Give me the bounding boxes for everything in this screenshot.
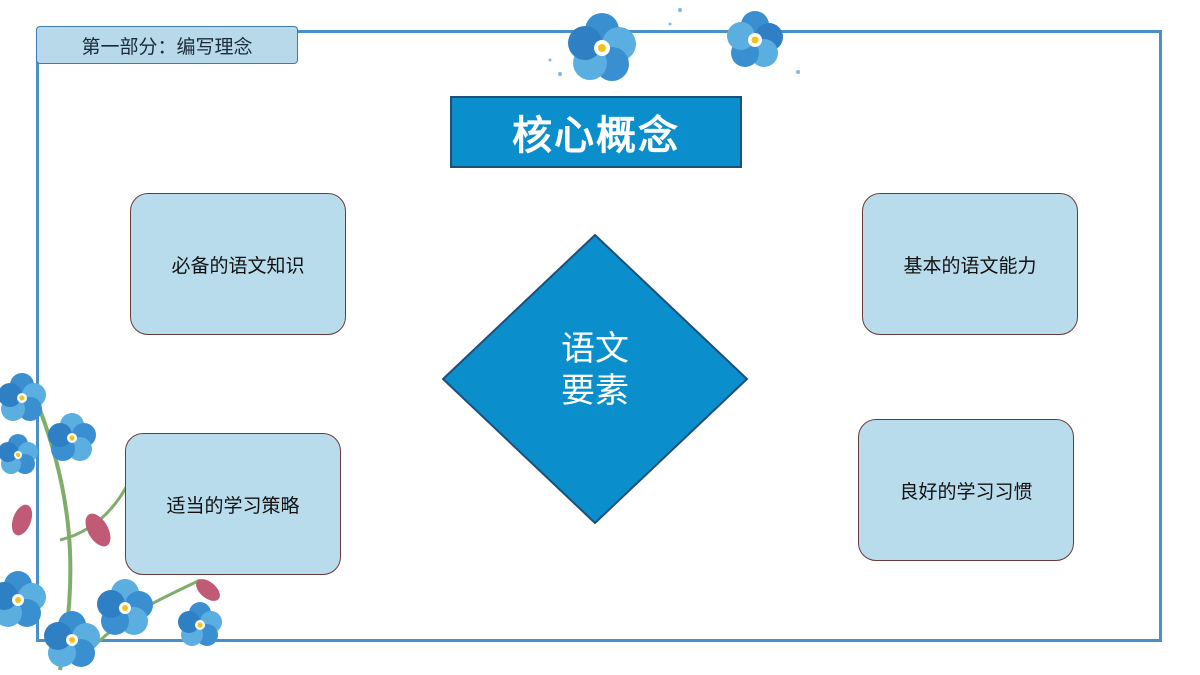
concept-box-top-right: 基本的语文能力 xyxy=(862,193,1078,335)
center-label-line1: 语文 xyxy=(561,329,629,369)
concept-box-bottom-left: 适当的学习策略 xyxy=(125,433,341,575)
flower-decoration-bottom-left xyxy=(0,373,222,671)
center-diamond xyxy=(441,233,749,525)
flower-icon xyxy=(727,11,783,67)
concept-box-bottom-right: 良好的学习习惯 xyxy=(858,419,1074,561)
section-tag: 第一部分：编写理念 xyxy=(36,26,298,64)
flower-icon xyxy=(568,13,636,81)
center-label-line2: 要素 xyxy=(561,371,629,411)
center-label: 语文 要素 xyxy=(495,328,695,412)
flower-decoration-top xyxy=(548,8,800,81)
concept-box-top-left: 必备的语文知识 xyxy=(130,193,346,335)
page-title: 核心概念 xyxy=(450,96,742,168)
